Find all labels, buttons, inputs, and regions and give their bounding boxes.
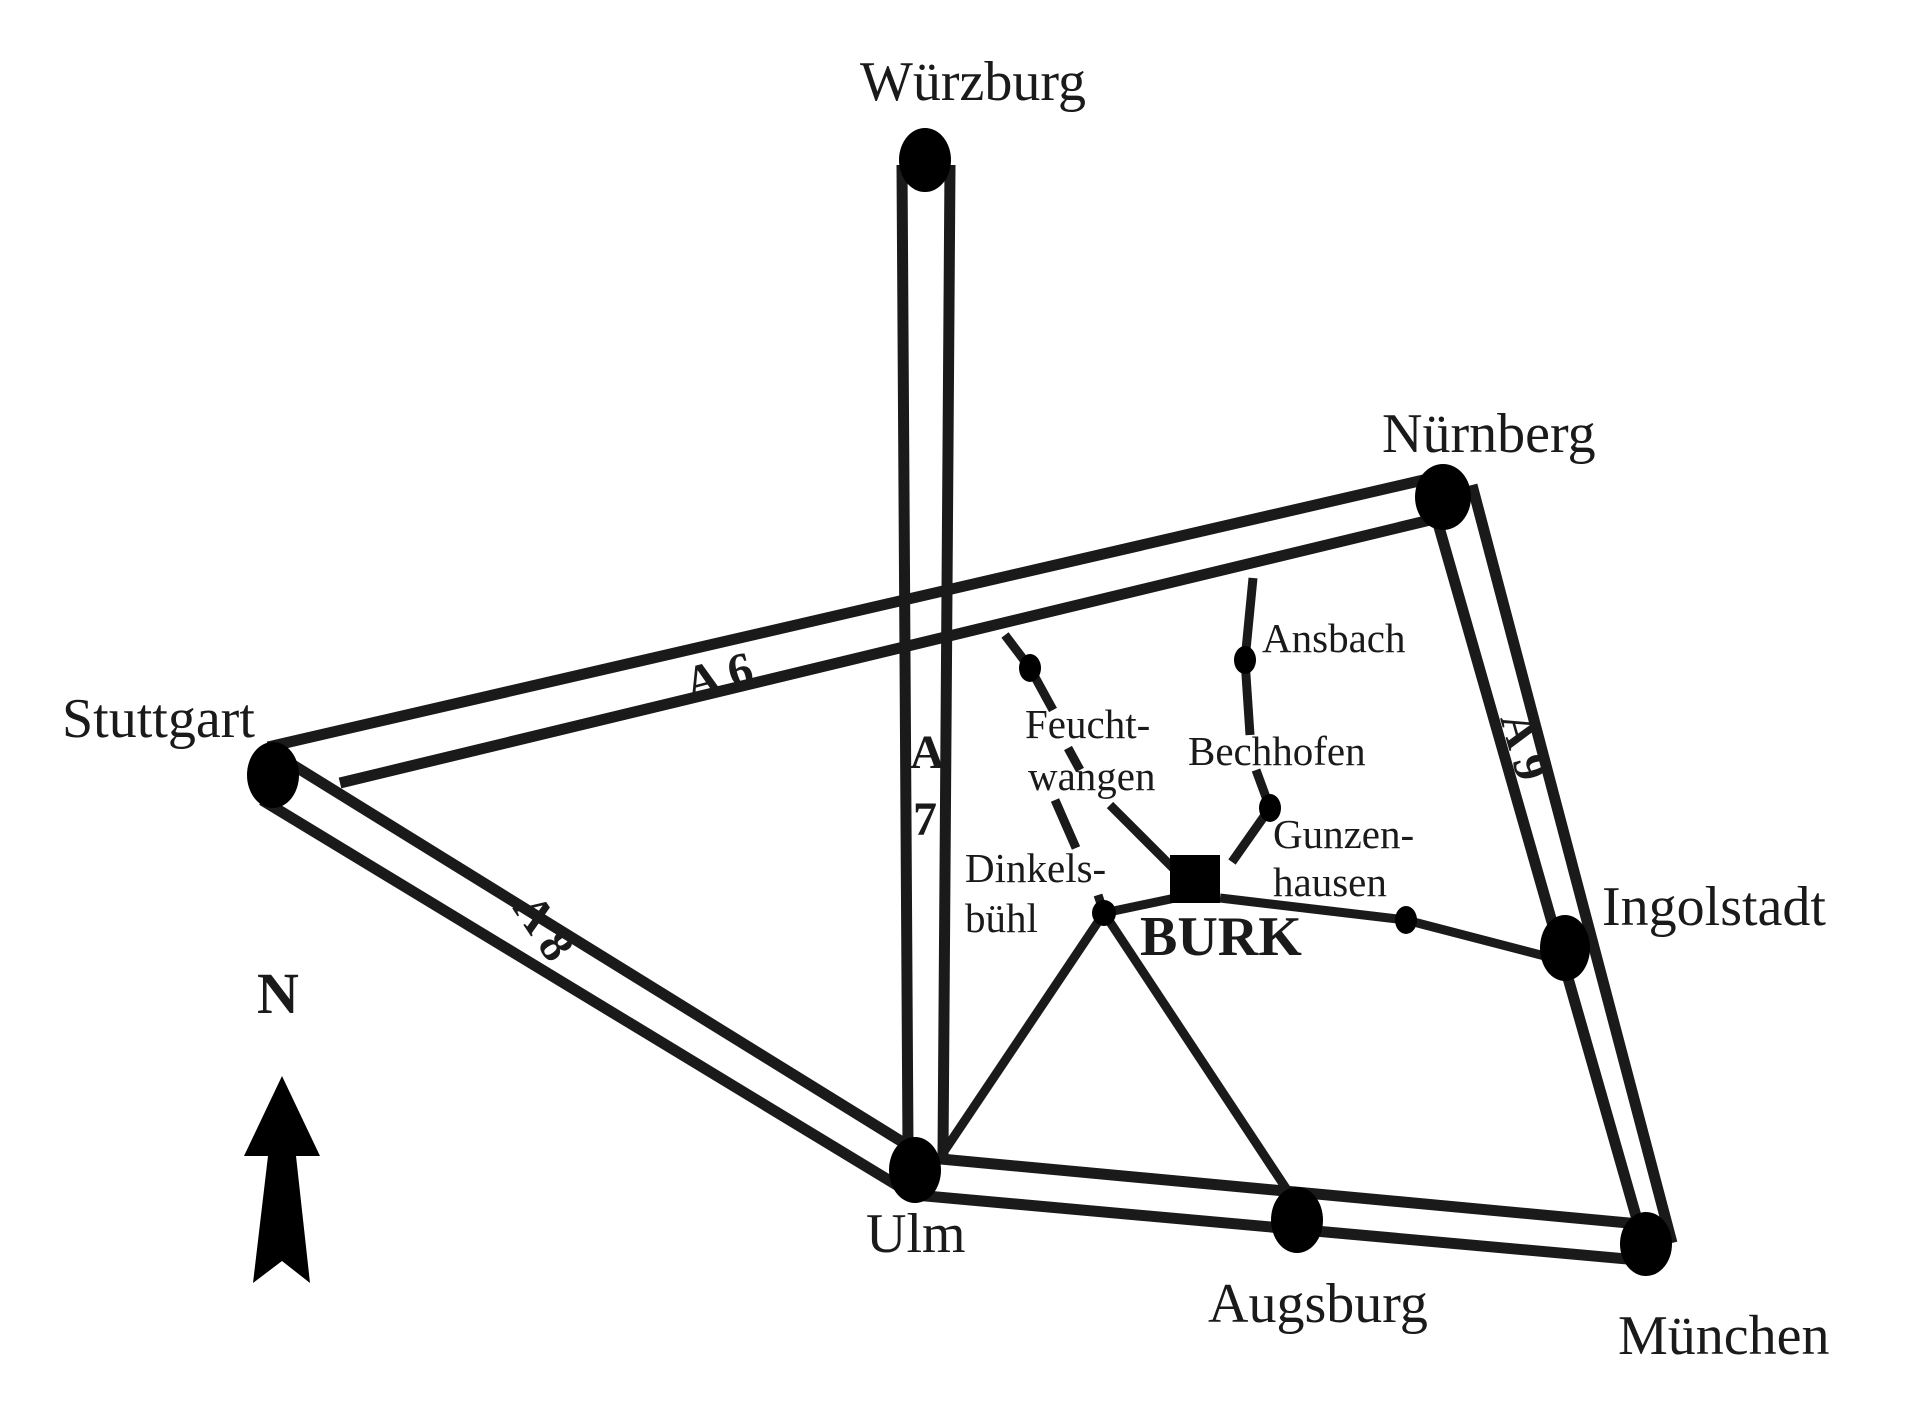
city-dot-nuernberg[interactable]	[1415, 464, 1471, 530]
city-label-ulm: Ulm	[866, 1203, 966, 1265]
highway-label-a9: A 9	[1489, 706, 1559, 786]
town-label-gunzenhausen-line2: hausen	[1273, 859, 1387, 905]
highway-label-a7-letter: A	[910, 726, 945, 779]
town-dot-gunzenhausen[interactable]	[1395, 906, 1417, 934]
town-dot-feuchtwangen[interactable]	[1019, 654, 1041, 682]
town-label-ansbach: Ansbach	[1262, 615, 1405, 661]
town-dot-bechhofen[interactable]	[1259, 794, 1281, 822]
town-label-bechhofen: Bechhofen	[1188, 728, 1366, 774]
city-label-augsburg: Augsburg	[1208, 1273, 1428, 1335]
north-label: N	[257, 961, 299, 1026]
highway-a6	[266, 472, 1434, 789]
town-dot-ansbach[interactable]	[1234, 646, 1256, 674]
town-label-feuchtwangen-line1: Feucht-	[1025, 701, 1150, 747]
destination-label: BURK	[1140, 906, 1302, 968]
city-dot-stuttgart[interactable]	[247, 742, 299, 808]
destination-square-icon[interactable]	[1170, 855, 1220, 903]
town-label-dinkelsbuehl-line1: Dinkels-	[965, 845, 1106, 891]
city-label-ingolstadt: Ingolstadt	[1602, 876, 1826, 938]
town-label-dinkelsbuehl-line2: bühl	[965, 895, 1038, 941]
north-arrow-icon	[244, 1076, 320, 1283]
city-label-muenchen: München	[1618, 1305, 1830, 1367]
highway-label-a7-number: 7	[913, 793, 937, 846]
town-label-feuchtwangen-line2: wangen	[1028, 753, 1156, 799]
city-label-stuttgart: Stuttgart	[62, 688, 255, 750]
highway-a9	[1431, 483, 1678, 1245]
city-dot-ulm[interactable]	[889, 1137, 941, 1203]
town-label-gunzenhausen-line1: Gunzen-	[1273, 811, 1414, 857]
highway-a8	[259, 752, 915, 1195]
city-label-nuernberg: Nürnberg	[1382, 403, 1596, 465]
city-dot-ingolstadt[interactable]	[1540, 915, 1590, 981]
city-dot-muenchen[interactable]	[1620, 1212, 1672, 1276]
highway-a7	[896, 164, 956, 1156]
city-dot-wuerzburg[interactable]	[899, 128, 951, 192]
city-label-wuerzburg: Würzburg	[860, 51, 1086, 113]
city-dot-augsburg[interactable]	[1271, 1187, 1323, 1253]
town-dot-dinkelsbuehl[interactable]	[1092, 900, 1116, 926]
